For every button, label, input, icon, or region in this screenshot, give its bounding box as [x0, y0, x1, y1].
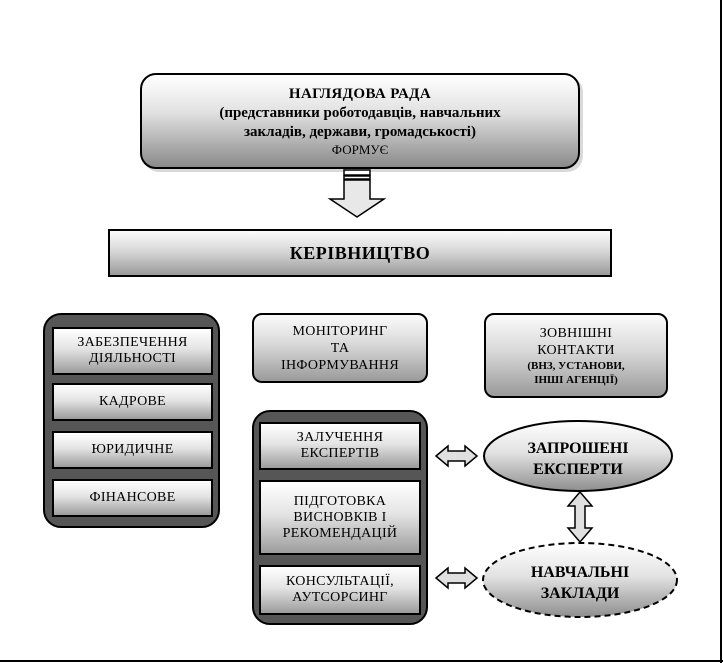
board-title: НАГЛЯДОВА РАДА: [288, 86, 432, 102]
support-heading-box: ЗАБЕЗПЕЧЕННЯ ДІЯЛЬНОСТІ: [52, 327, 213, 375]
supervisory-board-box: НАГЛЯДОВА РАДА (представники роботодавці…: [140, 73, 580, 169]
activity-line: ВИСНОВКІВ І: [293, 509, 387, 525]
frame-bottom-edge: [0, 660, 723, 662]
activity-attracting-experts: ЗАЛУЧЕННЯ ЕКСПЕРТІВ: [259, 422, 421, 470]
educational-institutions-ellipse: [482, 542, 678, 618]
support-item-label: КАДРОВЕ: [98, 394, 167, 409]
monitoring-line3: ІНФОРМУВАННЯ: [281, 357, 399, 373]
monitoring-line2: ТА: [330, 340, 350, 356]
activity-line: ПІДГОТОВКА: [293, 493, 387, 509]
support-heading-line1: ЗАБЕЗПЕЧЕННЯ: [77, 335, 188, 350]
activity-line: ЕКСПЕРТІВ: [300, 446, 380, 461]
support-item-personnel: КАДРОВЕ: [52, 383, 213, 421]
double-arrow-horizontal-icon: [434, 444, 479, 468]
activity-consulting: КОНСУЛЬТАЦІЇ, АУТСОРСИНГ: [259, 565, 421, 615]
activity-line: АУТСОРСИНГ: [292, 590, 388, 605]
invited-experts-line1: ЗАПРОШЕНІ: [527, 440, 628, 457]
activity-conclusions: ПІДГОТОВКА ВИСНОВКІВ І РЕКОМЕНДАЦІЙ: [259, 480, 421, 555]
invited-experts-line2: ЕКСПЕРТИ: [533, 461, 623, 478]
external-line4: ІНШІ АГЕНЦІЇ): [534, 373, 618, 386]
external-line3: (ВНЗ, УСТАНОВИ,: [527, 359, 625, 372]
activity-line: КОНСУЛЬТАЦІЇ,: [286, 574, 394, 589]
educational-line1: НАВЧАЛЬНІ: [531, 564, 629, 581]
activity-line: РЕКОМЕНДАЦІЙ: [282, 525, 398, 541]
external-contacts-box: ЗОВНІШНІ КОНТАКТИ (ВНЗ, УСТАНОВИ, ІНШІ А…: [484, 313, 668, 398]
monitoring-box: МОНІТОРИНГ ТА ІНФОРМУВАННЯ: [252, 313, 428, 383]
support-item-financial: ФІНАНСОВЕ: [52, 479, 213, 517]
external-line1: ЗОВНІШНІ: [539, 325, 613, 341]
support-heading-line2: ДІЯЛЬНОСТІ: [88, 351, 177, 366]
double-arrow-vertical-icon: [566, 490, 594, 544]
board-forms-label: ФОРМУЄ: [331, 142, 389, 157]
activity-line: ЗАЛУЧЕННЯ: [296, 430, 384, 445]
support-item-label: ФІНАНСОВЕ: [89, 490, 176, 505]
management-label: КЕРІВНИЦТВО: [289, 242, 431, 263]
external-line2: КОНТАКТИ: [537, 342, 615, 358]
educational-line2: ЗАКЛАДИ: [541, 585, 620, 602]
management-box: КЕРІВНИЦТВО: [108, 229, 612, 277]
frame-right-edge: [720, 0, 722, 663]
invited-experts-ellipse: [483, 420, 673, 492]
support-item-label: ЮРИДИЧНЕ: [91, 442, 174, 457]
down-arrow-icon: [327, 169, 387, 218]
support-item-legal: ЮРИДИЧНЕ: [52, 431, 213, 469]
double-arrow-horizontal-icon: [434, 566, 479, 590]
board-composition-line2: закладів, держави, громадськості): [244, 124, 476, 140]
monitoring-line1: МОНІТОРИНГ: [292, 323, 388, 339]
board-composition-line1: (представники роботодавців, навчальних: [219, 105, 501, 121]
